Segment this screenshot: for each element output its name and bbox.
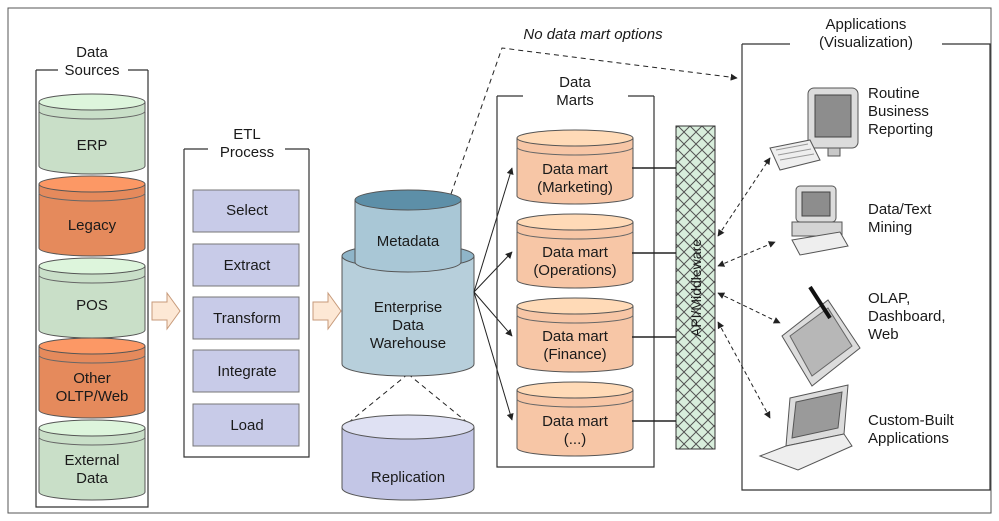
etl-bracket	[183, 148, 310, 458]
source-cylinder-0	[38, 93, 146, 175]
etl-step-box-4	[192, 403, 300, 447]
enterprise-warehouse-body	[341, 256, 475, 377]
data-mart-cylinder-3	[516, 381, 634, 457]
metadata-top	[354, 189, 462, 211]
etl-step-box-0	[192, 189, 300, 233]
desktop-computer-icon	[791, 185, 849, 256]
flow-arrow-sources-etl	[151, 291, 181, 331]
flow-arrow-etl-warehouse	[312, 291, 342, 331]
data-mart-cylinder-2	[516, 297, 634, 373]
laptop-icon	[758, 384, 853, 471]
source-cylinder-1	[38, 175, 146, 257]
replication-body	[341, 427, 475, 501]
monitor-computer-icon	[769, 87, 859, 171]
etl-step-box-3	[192, 349, 300, 393]
replication-link	[347, 373, 469, 424]
etl-step-box-1	[192, 243, 300, 287]
source-cylinder-4	[38, 419, 146, 501]
source-cylinder-3	[38, 337, 146, 419]
etl-step-box-2	[192, 296, 300, 340]
middleware-app-arrows	[717, 157, 781, 419]
no-data-mart-dashed-arrow	[450, 47, 738, 195]
data-marts-bracket	[496, 95, 655, 468]
metadata-body	[354, 200, 462, 273]
replication-top	[341, 414, 475, 440]
data-sources-bracket	[35, 69, 149, 508]
source-cylinder-2	[38, 257, 146, 339]
warehouse-to-mart-arrows	[473, 167, 514, 421]
tablet-stylus-icon	[781, 285, 861, 387]
api-middleware-bar	[675, 125, 716, 450]
data-mart-cylinder-0	[516, 129, 634, 205]
mart-middleware-links	[632, 167, 676, 422]
data-mart-cylinder-1	[516, 213, 634, 289]
